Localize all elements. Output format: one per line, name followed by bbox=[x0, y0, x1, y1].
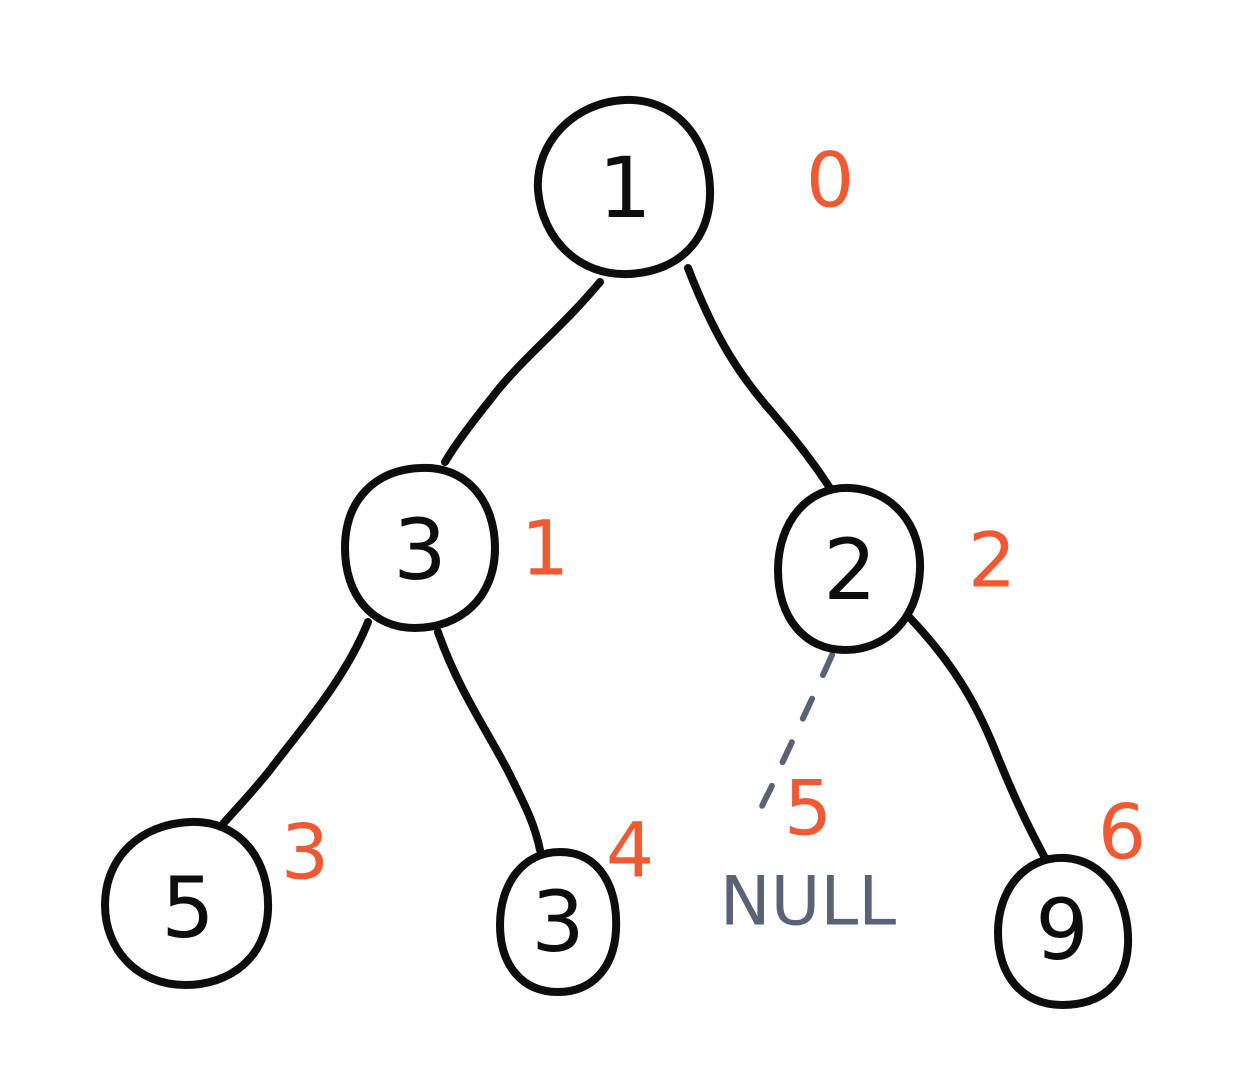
node-value: 1 bbox=[598, 139, 651, 237]
null-child-label: NULL bbox=[720, 863, 897, 942]
index-label-left: 1 bbox=[521, 504, 569, 593]
edges bbox=[218, 264, 1049, 862]
edge-left-to-left-right bbox=[434, 628, 544, 854]
tree-node-root: 1 bbox=[533, 95, 715, 279]
edge-right-to-right-right bbox=[906, 614, 1049, 862]
index-label-right-right: 6 bbox=[1098, 788, 1146, 877]
node-outline bbox=[496, 848, 621, 996]
index-label-left-right: 4 bbox=[606, 806, 654, 895]
index-label-left-left: 3 bbox=[281, 808, 329, 897]
index-label-null: 5 bbox=[784, 764, 832, 853]
edge-root-to-left bbox=[441, 278, 604, 466]
node-value: 5 bbox=[161, 859, 214, 957]
node-value: 3 bbox=[393, 501, 446, 599]
edge-root-to-right bbox=[684, 264, 834, 492]
tree-node-left: 3 bbox=[341, 463, 499, 632]
index-label-right: 2 bbox=[968, 516, 1016, 605]
node-outline bbox=[341, 463, 499, 632]
node-value: 9 bbox=[1035, 881, 1088, 979]
tree-node-left-left: 5 bbox=[101, 817, 273, 989]
node-value: 3 bbox=[531, 873, 584, 971]
node-outline bbox=[994, 853, 1133, 1009]
tree-node-left-right: 3 bbox=[496, 848, 621, 996]
index-label-root: 0 bbox=[806, 136, 854, 225]
tree-node-right-right: 9 bbox=[994, 853, 1133, 1009]
tree-node-right: 2 bbox=[774, 483, 925, 654]
nodes: 1 3 2 5 3 9 bbox=[101, 95, 1133, 1009]
index-labels: 0 1 2 3 4 5 6 bbox=[281, 136, 1146, 897]
edge-left-to-left-left bbox=[218, 618, 372, 829]
node-outline bbox=[533, 95, 715, 279]
node-outline bbox=[774, 483, 925, 654]
node-value: 2 bbox=[823, 521, 876, 619]
node-outline bbox=[101, 817, 273, 989]
